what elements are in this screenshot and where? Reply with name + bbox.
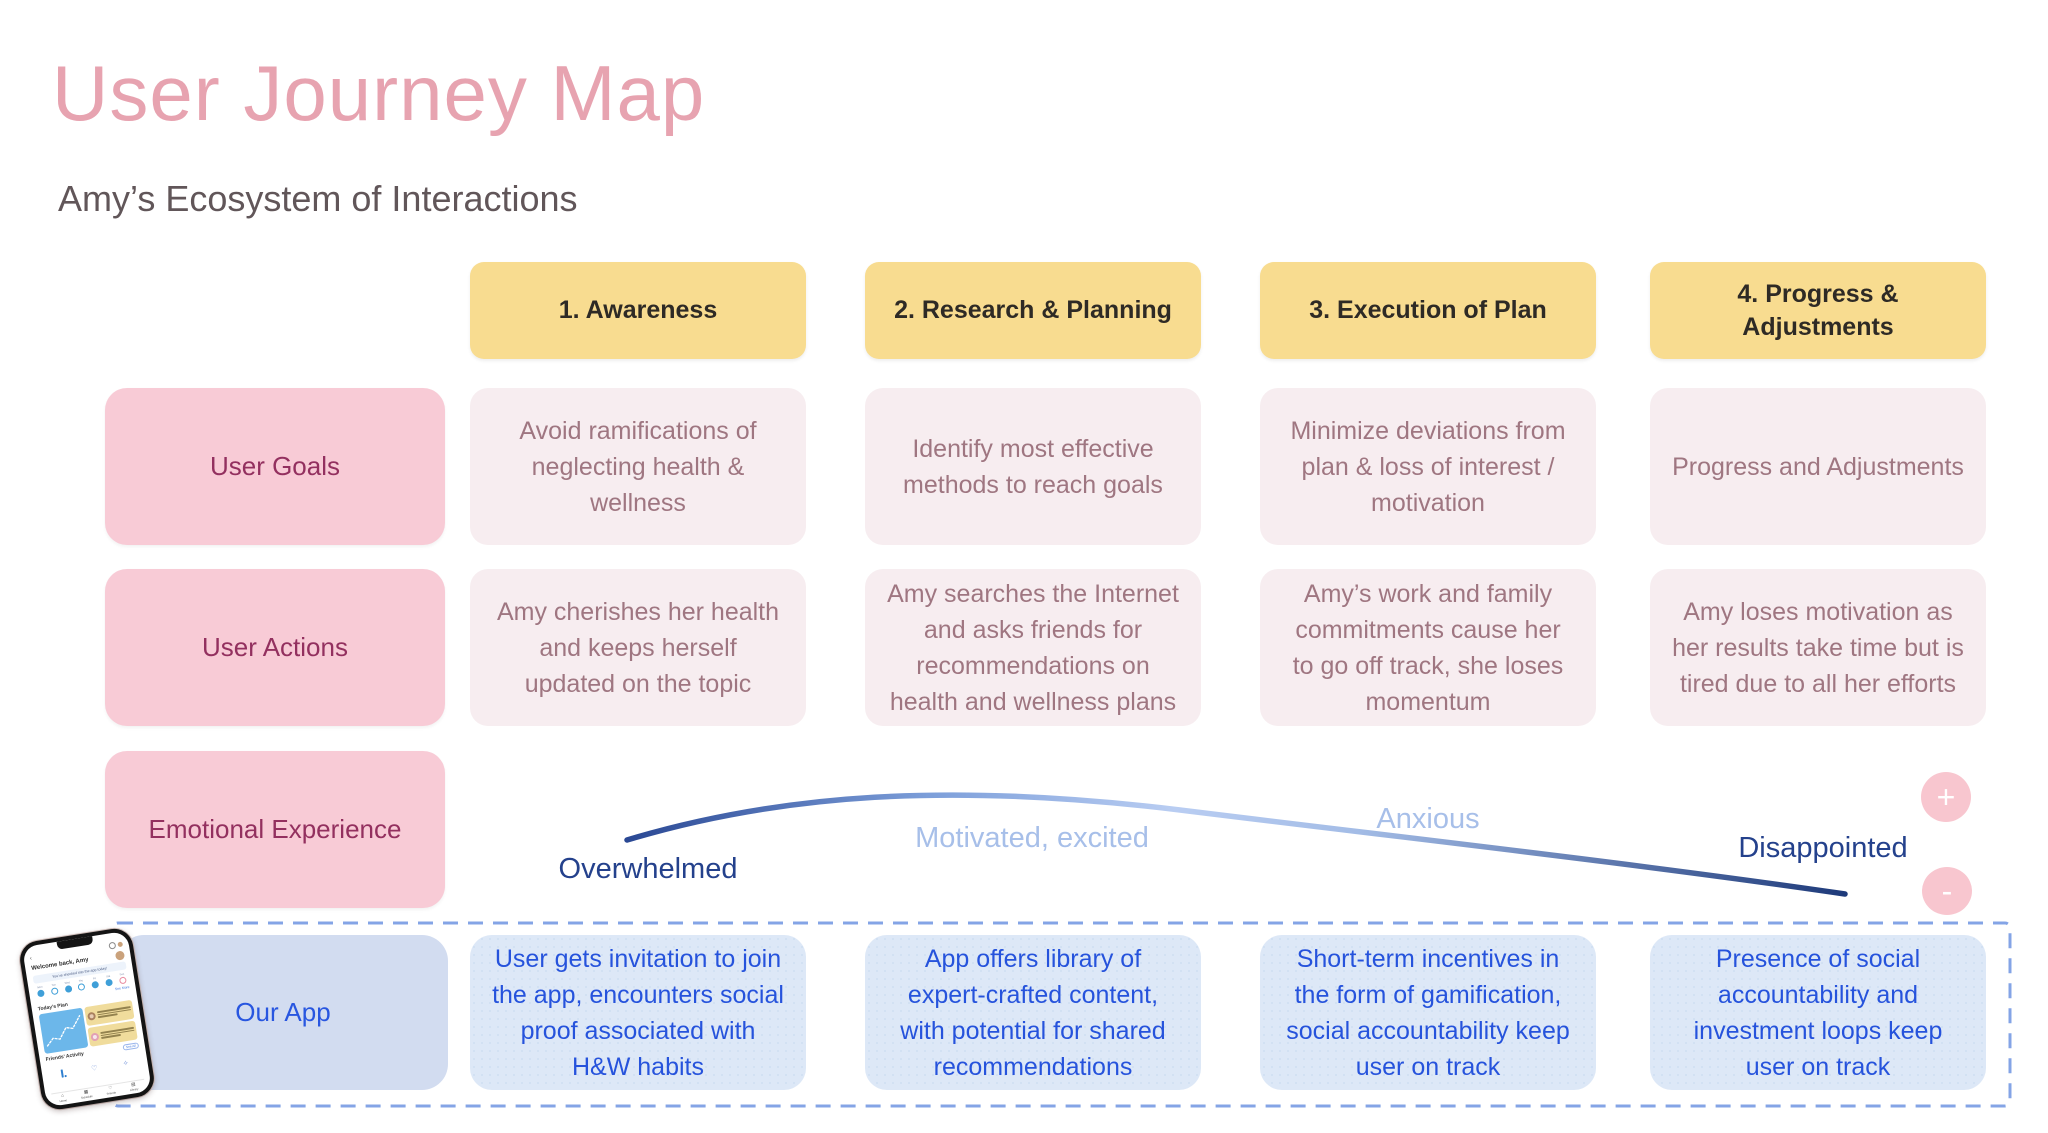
plan-card-photo bbox=[86, 1011, 97, 1021]
our-app-cell-1: User gets invitation to join the app, en… bbox=[470, 935, 806, 1090]
tab-library: Library bbox=[129, 1086, 139, 1093]
sparkle-icon: ✧ bbox=[122, 1059, 130, 1068]
page-subtitle: Amy’s Ecosystem of Interactions bbox=[58, 178, 578, 219]
row-label-user-actions: User Actions bbox=[105, 569, 445, 726]
emotion-curve bbox=[624, 792, 1848, 897]
progress-chart-card bbox=[38, 1007, 89, 1055]
page-title: User Journey Map bbox=[52, 49, 706, 137]
our-app-cell-3: Short-term incentives in the form of gam… bbox=[1260, 935, 1596, 1090]
stage-progress-adjustments: 4. Progress & Adjustments bbox=[1650, 262, 1986, 359]
day-label: Mon bbox=[37, 985, 43, 989]
heart-icon: ♡ bbox=[90, 1064, 99, 1073]
stage-awareness: 1. Awareness bbox=[470, 262, 806, 359]
tab-schedule: Schedule bbox=[80, 1094, 93, 1100]
day-dot bbox=[77, 982, 86, 991]
day-label: Tue bbox=[51, 982, 56, 987]
see-all-link: See All bbox=[122, 1041, 140, 1051]
day-dot bbox=[91, 980, 100, 989]
user-actions-cell-1: Amy cherishes her health and keeps herse… bbox=[470, 569, 806, 726]
our-app-cell-2: App offers library of expert-crafted con… bbox=[865, 935, 1201, 1090]
app-phone-mockup: ‹ Welcome back, Amy You’ve checked into … bbox=[17, 926, 157, 1112]
day-dot bbox=[36, 988, 45, 997]
positive-emotion-icon: + bbox=[1921, 772, 1971, 822]
row-label-user-goals: User Goals bbox=[105, 388, 445, 545]
day-dot bbox=[64, 984, 73, 993]
day-label: Thu bbox=[78, 978, 84, 983]
emotion-overwhelmed: Overwhelmed bbox=[558, 853, 738, 885]
phone-tab-bar: ⌂Home ▦Schedule ♡Friends ▤Library bbox=[51, 1078, 146, 1105]
user-actions-cell-2: Amy searches the Internet and asks frien… bbox=[865, 569, 1201, 726]
day-label: Fri bbox=[92, 976, 97, 981]
user-goals-cell-3: Minimize deviations from plan & loss of … bbox=[1260, 388, 1596, 545]
negative-emotion-icon: - bbox=[1922, 867, 1972, 915]
emotion-motivated-excited: Motivated, excited bbox=[915, 822, 1149, 854]
day-dot bbox=[105, 978, 114, 987]
row-label-our-app: Our App bbox=[118, 935, 448, 1090]
stage-execution: 3. Execution of Plan bbox=[1260, 262, 1596, 359]
emotion-anxious: Anxious bbox=[1376, 803, 1480, 835]
stage-research-planning: 2. Research & Planning bbox=[865, 262, 1201, 359]
phone-screen: ‹ Welcome back, Amy You’ve checked into … bbox=[21, 930, 153, 1108]
day-label: Sat bbox=[106, 974, 111, 978]
mini-bar-chart bbox=[60, 1068, 67, 1078]
user-goals-cell-1: Avoid ramifications of neglecting health… bbox=[470, 388, 806, 545]
back-chevron-icon: ‹ bbox=[29, 955, 33, 962]
notification-bell-icon bbox=[108, 941, 117, 950]
day-dot bbox=[118, 975, 127, 984]
day-dot bbox=[50, 986, 59, 995]
plan-card-ring bbox=[90, 1031, 100, 1042]
user-actions-cell-3: Amy’s work and family commitments cause … bbox=[1260, 569, 1596, 726]
tab-home: Home bbox=[59, 1098, 68, 1104]
user-goals-cell-4: Progress and Adjustments bbox=[1650, 388, 1986, 545]
day-label: Sun bbox=[119, 972, 125, 976]
our-app-cell-4: Presence of social accountability and in… bbox=[1650, 935, 1986, 1090]
row-label-emotional-experience: Emotional Experience bbox=[105, 751, 445, 908]
day-label: Wed bbox=[64, 980, 71, 985]
profile-icon bbox=[117, 941, 124, 948]
avatar bbox=[114, 949, 126, 961]
user-goals-cell-2: Identify most effective methods to reach… bbox=[865, 388, 1201, 545]
user-actions-cell-4: Amy loses motivation as her results take… bbox=[1650, 569, 1986, 726]
emotion-disappointed: Disappointed bbox=[1738, 832, 1908, 864]
tab-friends: Friends bbox=[106, 1090, 117, 1096]
